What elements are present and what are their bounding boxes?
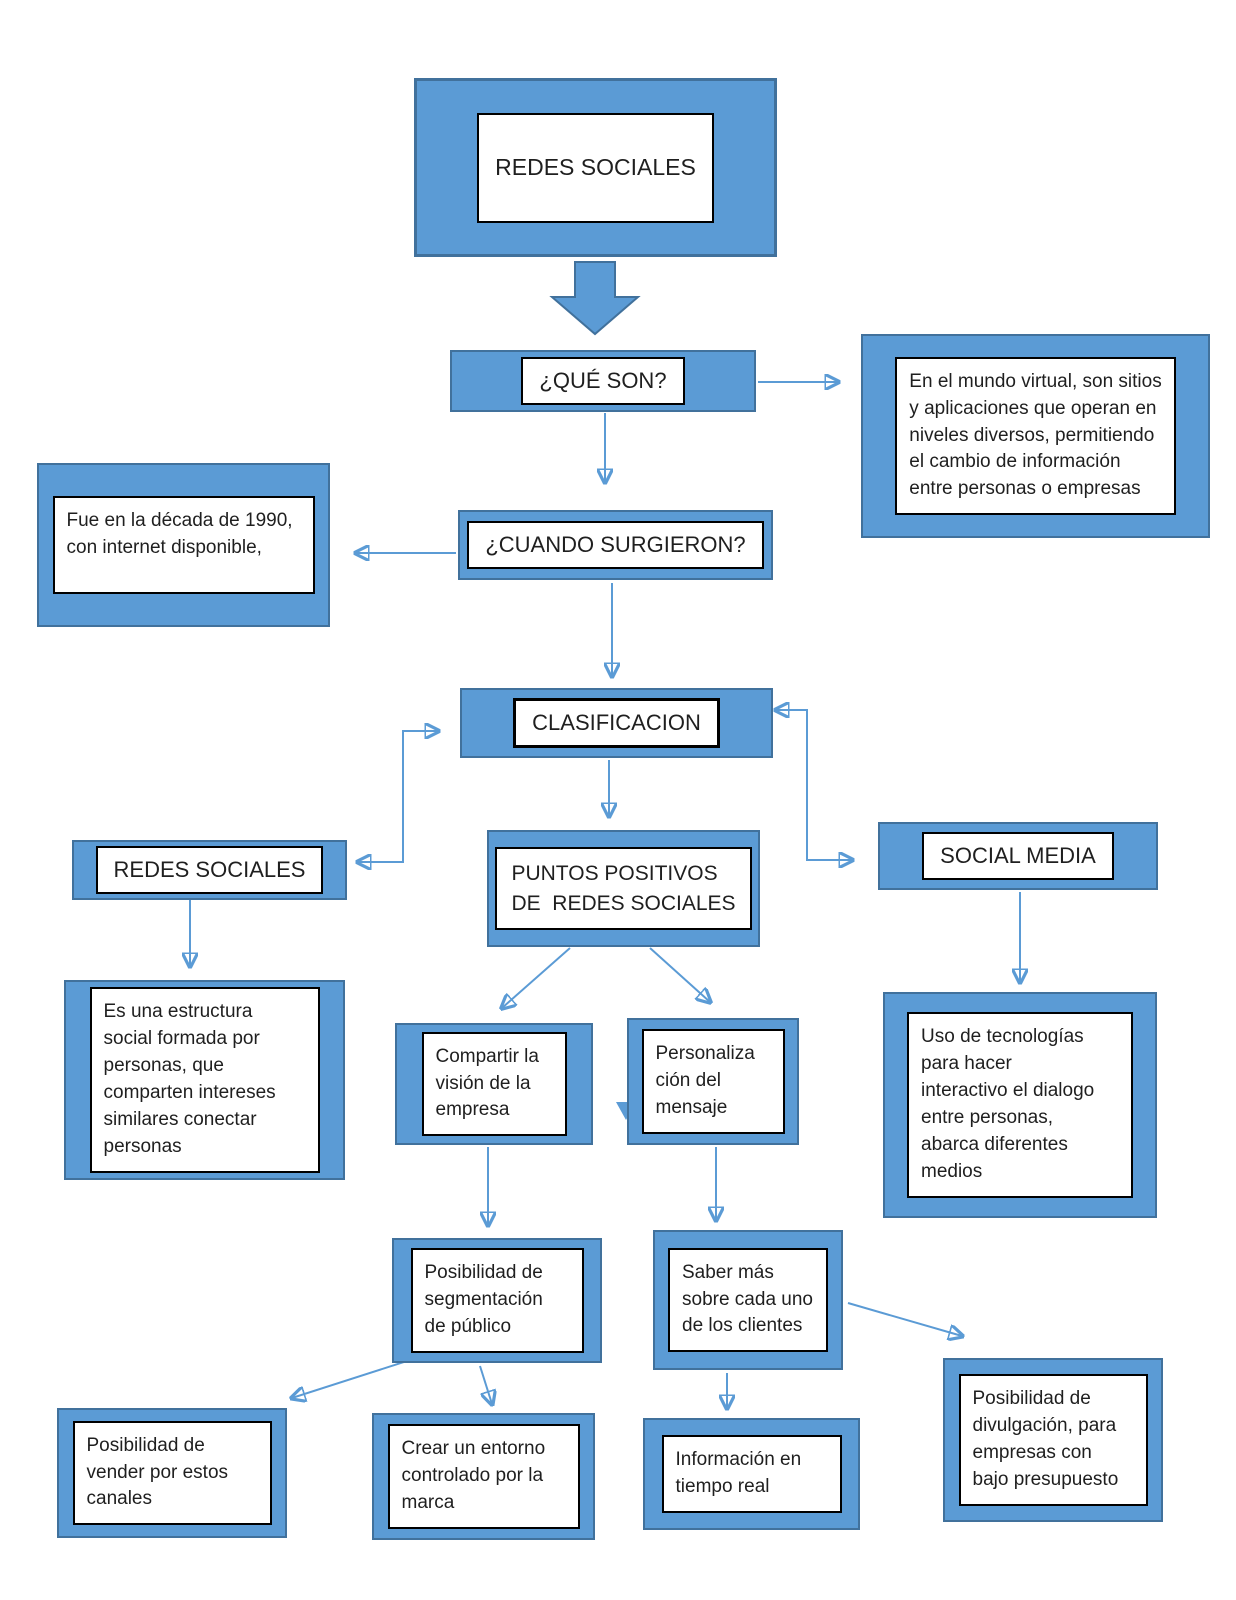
node-informacion: Información en tiempo real [643, 1418, 860, 1530]
node-compartir: Compartir la visión de la empresa [395, 1023, 593, 1145]
node-social-media-label: SOCIAL MEDIA [922, 832, 1114, 880]
node-title-label: REDES SOCIALES [477, 112, 714, 223]
connector-socialmedia-elbow [776, 710, 852, 860]
node-cuando-desc: Fue en la década de 1990, con internet d… [37, 463, 330, 627]
connector-puntos-to-compartir [502, 947, 571, 1008]
node-social-media: SOCIAL MEDIA [878, 822, 1158, 890]
node-compartir-label: Compartir la visión de la empresa [421, 1031, 567, 1137]
node-cuando-desc-label: Fue en la década de 1990, con internet d… [52, 496, 315, 594]
node-redes-desc-label: Es una estructura social formada por per… [89, 987, 320, 1173]
node-puntos-positivos: PUNTOS POSITIVOS DE REDES SOCIALES [487, 830, 760, 947]
node-puntos-positivos-label: PUNTOS POSITIVOS DE REDES SOCIALES [495, 846, 752, 931]
node-redes-sociales-branch: REDES SOCIALES [72, 840, 347, 900]
node-crear-entorno: Crear un entorno controlado por la marca [372, 1413, 595, 1540]
node-que-son-desc: En el mundo virtual, son sitios y aplica… [861, 334, 1210, 538]
node-crear-entorno-label: Crear un entorno controlado por la marca [387, 1424, 580, 1529]
node-que-son: ¿QUÉ SON? [450, 350, 756, 412]
node-vender: Posibilidad de vender por estos canales [57, 1408, 287, 1538]
node-divulgacion: Posibilidad de divulgación, para empresa… [943, 1358, 1163, 1522]
block-arrow-down-icon [549, 261, 641, 336]
connector-redes-elbow [358, 731, 438, 862]
node-saber-mas: Saber más sobre cada uno de los clientes [653, 1230, 843, 1370]
node-title: REDES SOCIALES [414, 78, 777, 257]
node-divulgacion-label: Posibilidad de divulgación, para empresa… [958, 1374, 1148, 1506]
node-redes-sociales-branch-label: REDES SOCIALES [95, 846, 324, 894]
connector-segmentacion-to-crear [479, 1365, 492, 1404]
node-que-son-desc-label: En el mundo virtual, son sitios y aplica… [895, 356, 1176, 516]
node-cuando-surgieron-label: ¿CUANDO SURGIERON? [467, 521, 764, 569]
node-cuando-surgieron: ¿CUANDO SURGIERON? [458, 510, 773, 580]
node-social-desc: Uso de tecnologías para hacer interactiv… [883, 992, 1157, 1218]
node-informacion-label: Información en tiempo real [661, 1435, 842, 1513]
node-redes-desc: Es una estructura social formada por per… [64, 980, 345, 1180]
node-segmentacion-label: Posibilidad de segmentación de público [410, 1248, 584, 1353]
node-personalizacion: Personaliza ción del mensaje [627, 1018, 799, 1145]
connector-puntos-to-personalizacion [649, 947, 710, 1002]
node-vender-label: Posibilidad de vender por estos canales [72, 1420, 272, 1526]
connector-saber-to-divulgacion [847, 1302, 962, 1336]
node-saber-mas-label: Saber más sobre cada uno de los clientes [668, 1247, 828, 1353]
node-social-desc-label: Uso de tecnologías para hacer interactiv… [907, 1012, 1133, 1198]
node-que-son-label: ¿QUÉ SON? [521, 357, 685, 405]
node-personalizacion-label: Personaliza ción del mensaje [641, 1029, 785, 1134]
node-clasificacion: CLASIFICACION [460, 688, 773, 758]
node-segmentacion: Posibilidad de segmentación de público [392, 1238, 602, 1363]
node-clasificacion-label: CLASIFICACION [513, 698, 720, 748]
